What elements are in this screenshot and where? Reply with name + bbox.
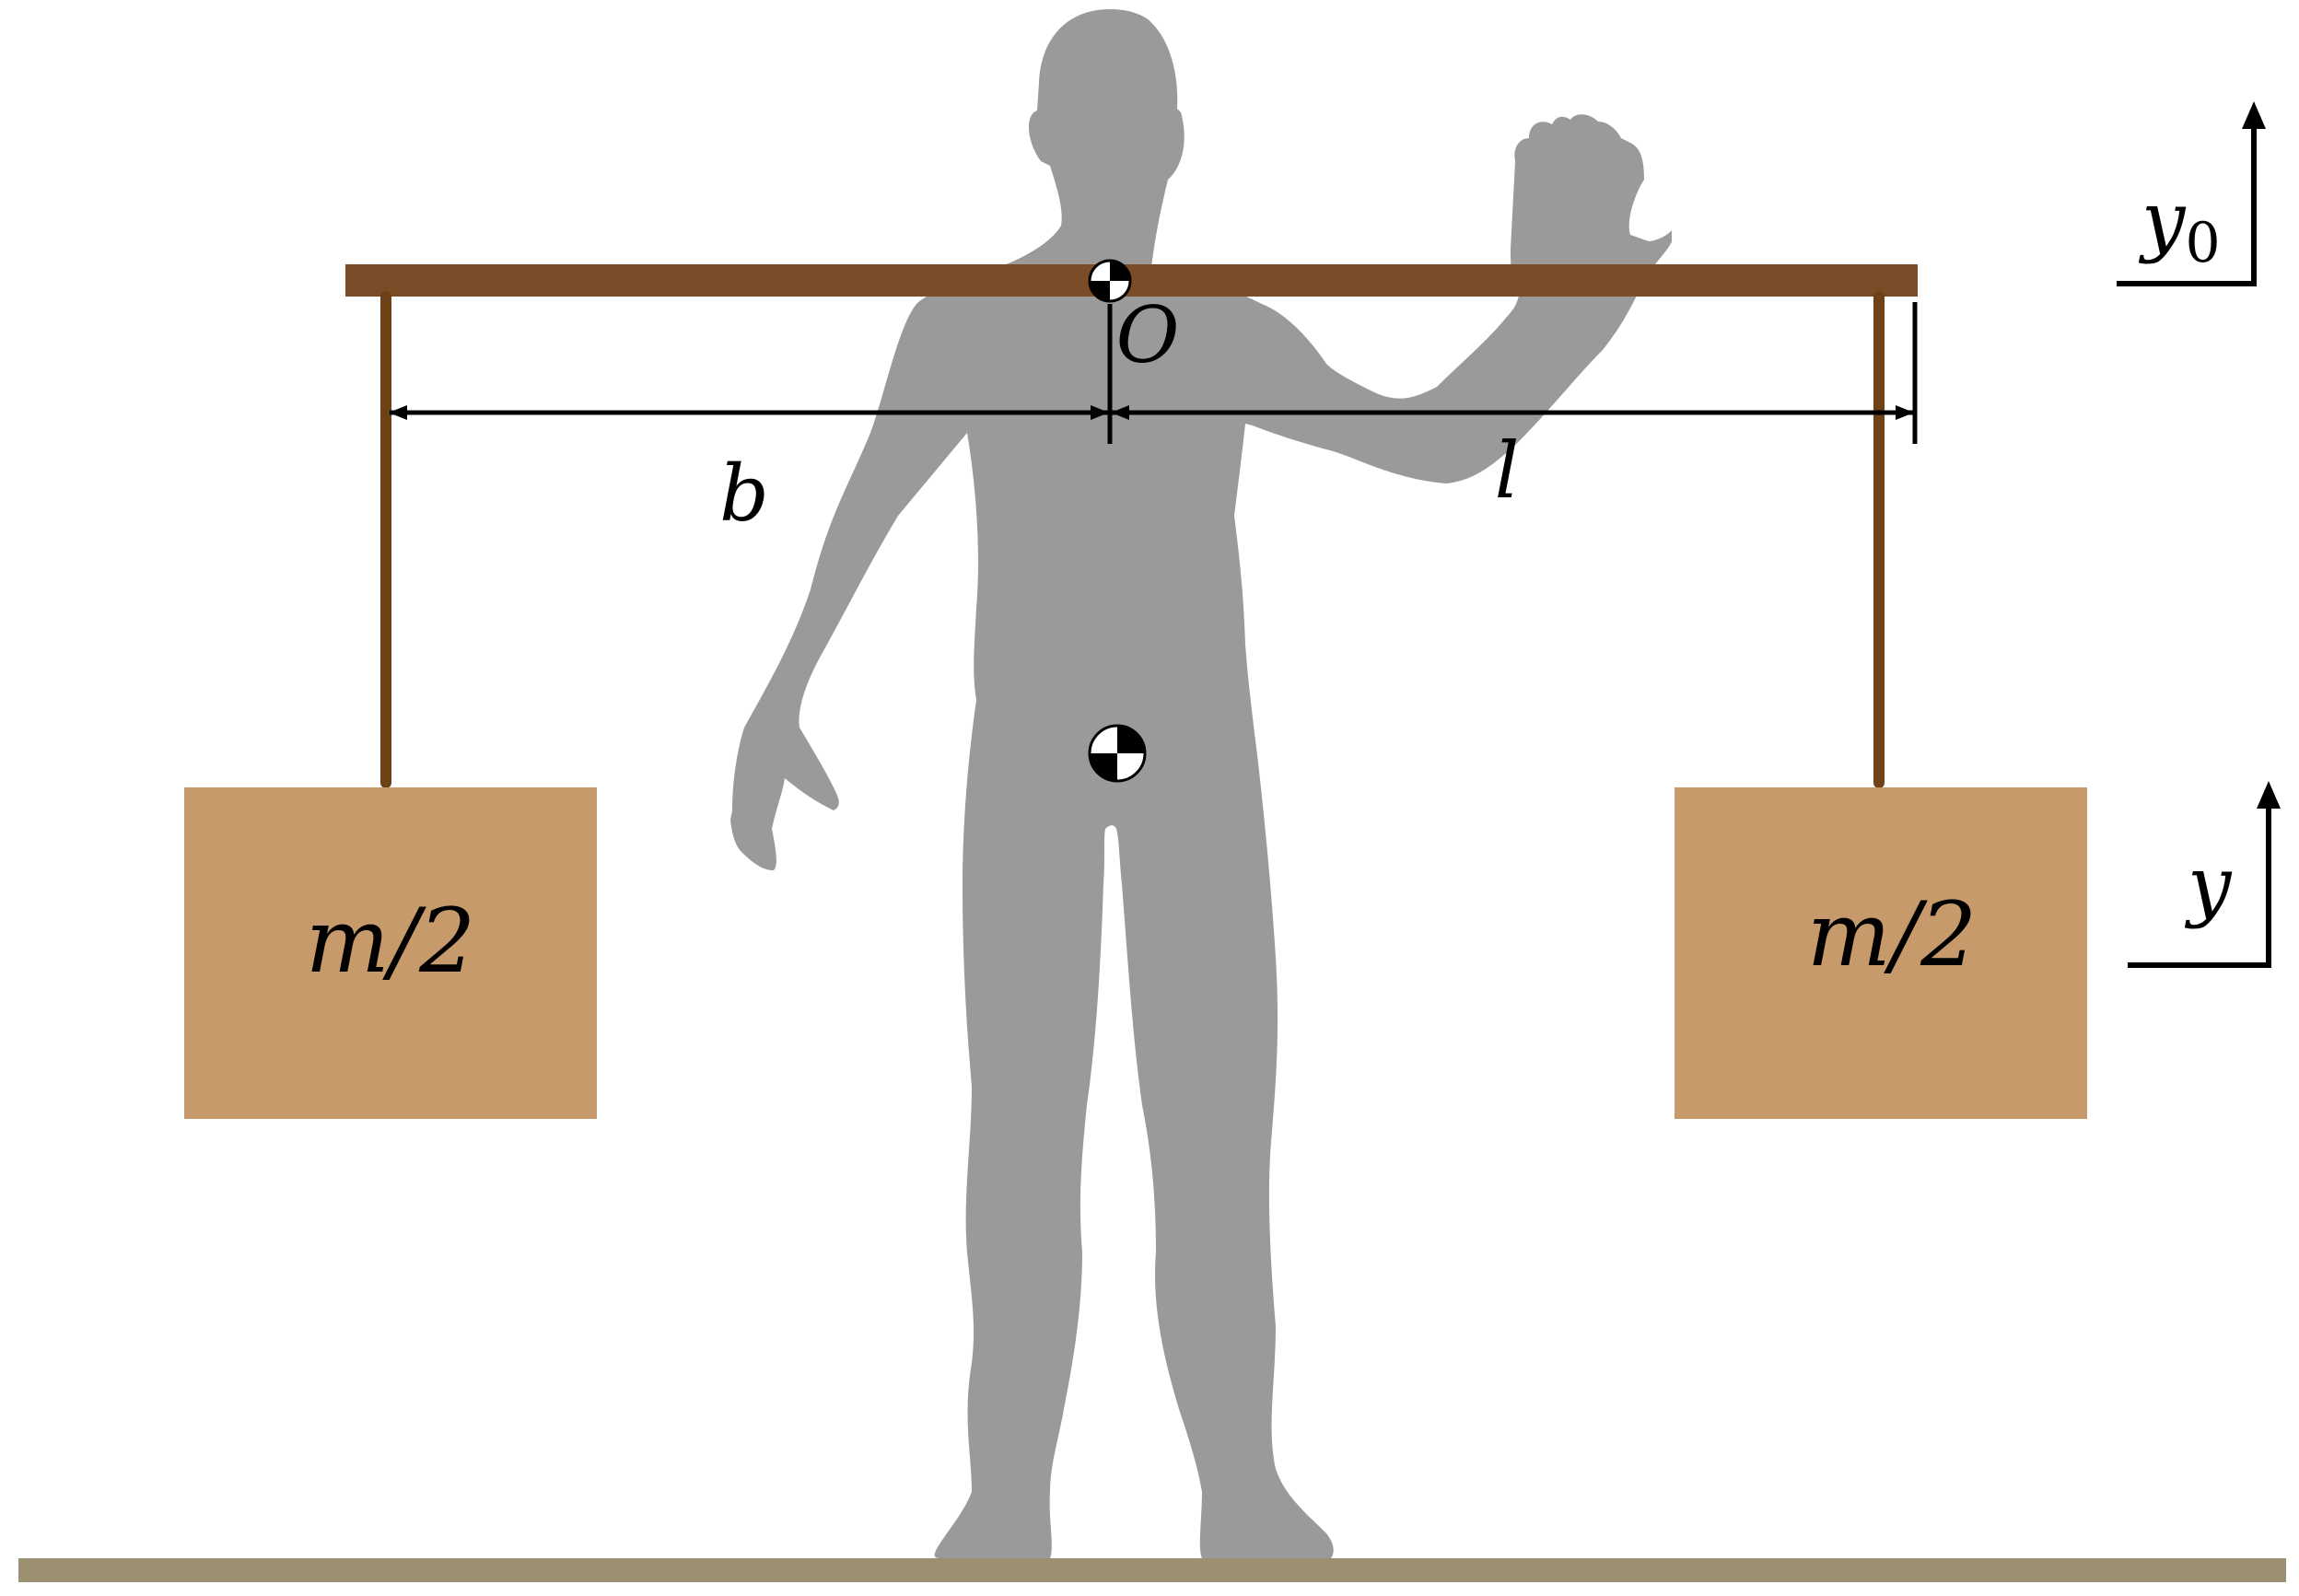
center-of-mass-icon <box>1088 259 1132 303</box>
svg-text:y0: y0 <box>2138 175 2221 275</box>
distance-b-label: b <box>719 449 769 539</box>
distance-l-label: l <box>1495 425 1520 516</box>
ground <box>18 1558 2286 1582</box>
person-body <box>730 114 1672 1558</box>
left-mass-label: m/2 <box>306 890 475 993</box>
arrow-up-icon <box>2257 781 2281 809</box>
person-silhouette <box>730 9 1672 1558</box>
right-mass-label: m/2 <box>1807 883 1977 986</box>
origin-label: O <box>1116 290 1180 380</box>
center-of-mass-icon <box>1088 724 1147 783</box>
person-head <box>1004 9 1185 267</box>
left-mass-box <box>184 787 597 1119</box>
lower-y-axis: y <box>2128 781 2281 968</box>
carrying-pole <box>345 264 1918 297</box>
lower-axis-label: y <box>2184 840 2233 930</box>
arrow-up-icon <box>2242 101 2266 129</box>
upper-axis-label: y <box>2138 175 2187 265</box>
upper-axis-subscript: 0 <box>2185 211 2220 275</box>
upper-y-axis: y0 <box>2117 101 2266 286</box>
right-mass-box <box>1675 787 2087 1119</box>
